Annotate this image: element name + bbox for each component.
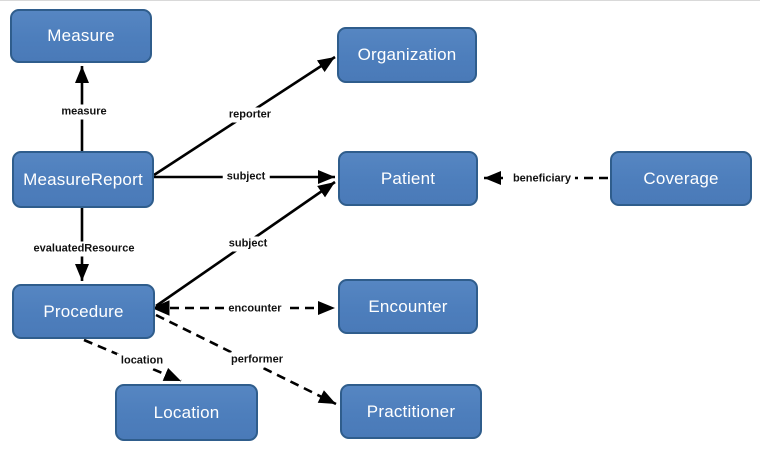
edge-label-evaluatedresource: evaluatedResource <box>29 241 139 257</box>
edge-label-performer: performer <box>227 352 287 368</box>
node-organization: Organization <box>337 27 477 83</box>
node-procedure: Procedure <box>12 284 155 339</box>
node-location: Location <box>115 384 258 441</box>
edge-encounter-back-arrowhead <box>151 300 170 316</box>
edge-label-measure: measure <box>57 104 111 120</box>
edge-label-subject-procedure: subject <box>224 236 272 252</box>
edge-label-subject-measurereport: subject <box>222 169 270 185</box>
node-measure: Measure <box>10 9 152 63</box>
node-practitioner: Practitioner <box>340 384 482 439</box>
edge-label-reporter: reporter <box>224 107 276 123</box>
node-encounter: Encounter <box>338 279 478 334</box>
edge-label-location: location <box>116 353 168 369</box>
edge-label-beneficiary: beneficiary <box>508 171 576 187</box>
edge-performer-line <box>155 313 337 406</box>
node-measurereport: MeasureReport <box>12 151 154 208</box>
node-coverage: Coverage <box>610 151 752 206</box>
node-patient: Patient <box>338 151 478 206</box>
edge-label-encounter: encounter <box>224 301 286 317</box>
